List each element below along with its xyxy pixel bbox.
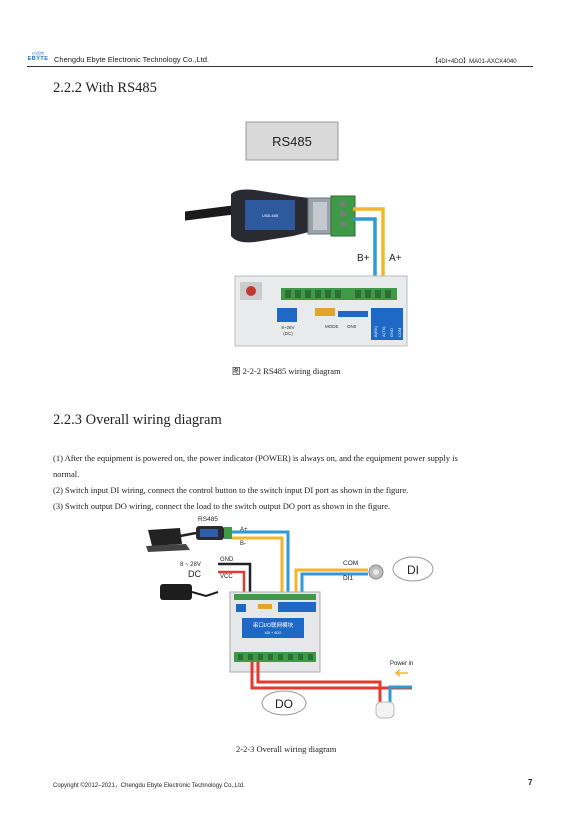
wire-a-plus bbox=[353, 217, 377, 288]
diagram-do: DO bbox=[275, 697, 293, 711]
diagram-a-plus: A+ bbox=[240, 527, 248, 533]
label-b-plus: B+ bbox=[357, 253, 370, 264]
figure-caption-2-2-2: 图 2-2-2 RS485 wiring diagram bbox=[232, 366, 341, 376]
header-company: Chengdu Ebyte Electronic Technology Co.,… bbox=[54, 55, 209, 64]
power-adapter-icon bbox=[160, 584, 192, 600]
board-dc: (DC) bbox=[283, 331, 293, 336]
wire-vcc bbox=[218, 570, 246, 594]
section-heading-2-2-2: 2.2.2 With RS485 bbox=[53, 80, 157, 96]
diagram-com: COM bbox=[343, 560, 358, 567]
diagram-di: DI bbox=[407, 563, 419, 577]
board-a: A(TX) bbox=[381, 326, 386, 337]
overall-wiring-figure: RS485 A+ B- 8 ~ 28V DC GND VCC COM DI1 D… bbox=[146, 516, 434, 719]
wire-b bbox=[232, 536, 284, 594]
do-label-ellipse bbox=[261, 690, 307, 716]
board-com: COM bbox=[397, 328, 402, 337]
power-label-panel bbox=[277, 308, 297, 322]
logo-top-text: 亿佰特 bbox=[32, 51, 44, 56]
wire-a bbox=[232, 530, 290, 594]
wire-do-red-2 bbox=[256, 662, 382, 702]
rs485-label-box bbox=[245, 121, 339, 161]
diagram-rs485: RS485 bbox=[198, 516, 218, 523]
wire-b-plus bbox=[353, 207, 385, 288]
diagram-di1: DI1 bbox=[343, 575, 354, 582]
board-gnd: GND bbox=[389, 328, 394, 337]
diagram-b-minus: B- bbox=[240, 541, 246, 547]
rs485-wiring-figure: RS485 USB-485 B+ A+ 8~28V (DC) MODE ON0 … bbox=[185, 121, 408, 347]
rs485-label-panel bbox=[371, 308, 403, 340]
footer-copyright: Copyright ©2012–2021，Chengdu Ebyte Elect… bbox=[53, 783, 245, 789]
di-label-ellipse bbox=[392, 556, 434, 582]
label-a-plus: A+ bbox=[389, 253, 402, 264]
body-text: (1) After the equipment is powered on, t… bbox=[53, 450, 523, 514]
diagram-vcc: VCC bbox=[220, 574, 233, 580]
rs485-label: RS485 bbox=[272, 134, 312, 149]
paragraph-line: (2) Switch input DI wiring, connect the … bbox=[53, 485, 409, 495]
figure-caption-2-2-3: 2-2-3 Overall wiring diagram bbox=[236, 744, 337, 754]
bulb-icon bbox=[375, 701, 395, 719]
module-title: 串口I/O联网模块 bbox=[253, 621, 294, 629]
page-number: 7 bbox=[528, 778, 533, 787]
arrow-left-icon bbox=[394, 669, 408, 677]
dip-switch bbox=[315, 308, 335, 316]
wire-gnd bbox=[218, 562, 252, 594]
board-b: B(RX) bbox=[373, 325, 378, 337]
diagram-dc: DC bbox=[188, 569, 201, 579]
paragraph-line: (3) Switch output DO wiring, connect the… bbox=[53, 501, 391, 511]
ebyte-logo: 亿佰特 EBYTE bbox=[27, 51, 49, 65]
logo-text: EBYTE bbox=[27, 56, 49, 62]
header-model: 【4DI+4DO】MA01-AXCX4040 bbox=[432, 59, 517, 65]
header-rule bbox=[27, 66, 533, 67]
paragraph-line: normal. bbox=[53, 469, 80, 479]
diagram-voltage: 8 ~ 28V bbox=[180, 562, 201, 568]
wire-do-blue bbox=[388, 685, 412, 702]
wire-di1 bbox=[300, 572, 368, 594]
board-voltage: 8~28V bbox=[281, 325, 294, 330]
module-subtitle: 4DI + 4DO bbox=[265, 631, 282, 635]
paragraph-line: (1) After the equipment is powered on, t… bbox=[53, 453, 458, 463]
diagram-gnd: GND bbox=[220, 557, 234, 563]
wire-com bbox=[294, 568, 368, 594]
usb-cable bbox=[185, 205, 238, 221]
board-mode: MODE bbox=[325, 324, 339, 329]
module-label-panel bbox=[242, 618, 304, 638]
section-heading-2-2-3: 2.2.3 Overall wiring diagram bbox=[53, 412, 222, 428]
diagram-power-in: Power in bbox=[390, 661, 413, 667]
svg-text:USB-485: USB-485 bbox=[262, 213, 279, 218]
wire-do-red-1 bbox=[250, 662, 412, 690]
board-on: ON0 bbox=[347, 324, 357, 329]
laptop-icon bbox=[148, 528, 182, 546]
